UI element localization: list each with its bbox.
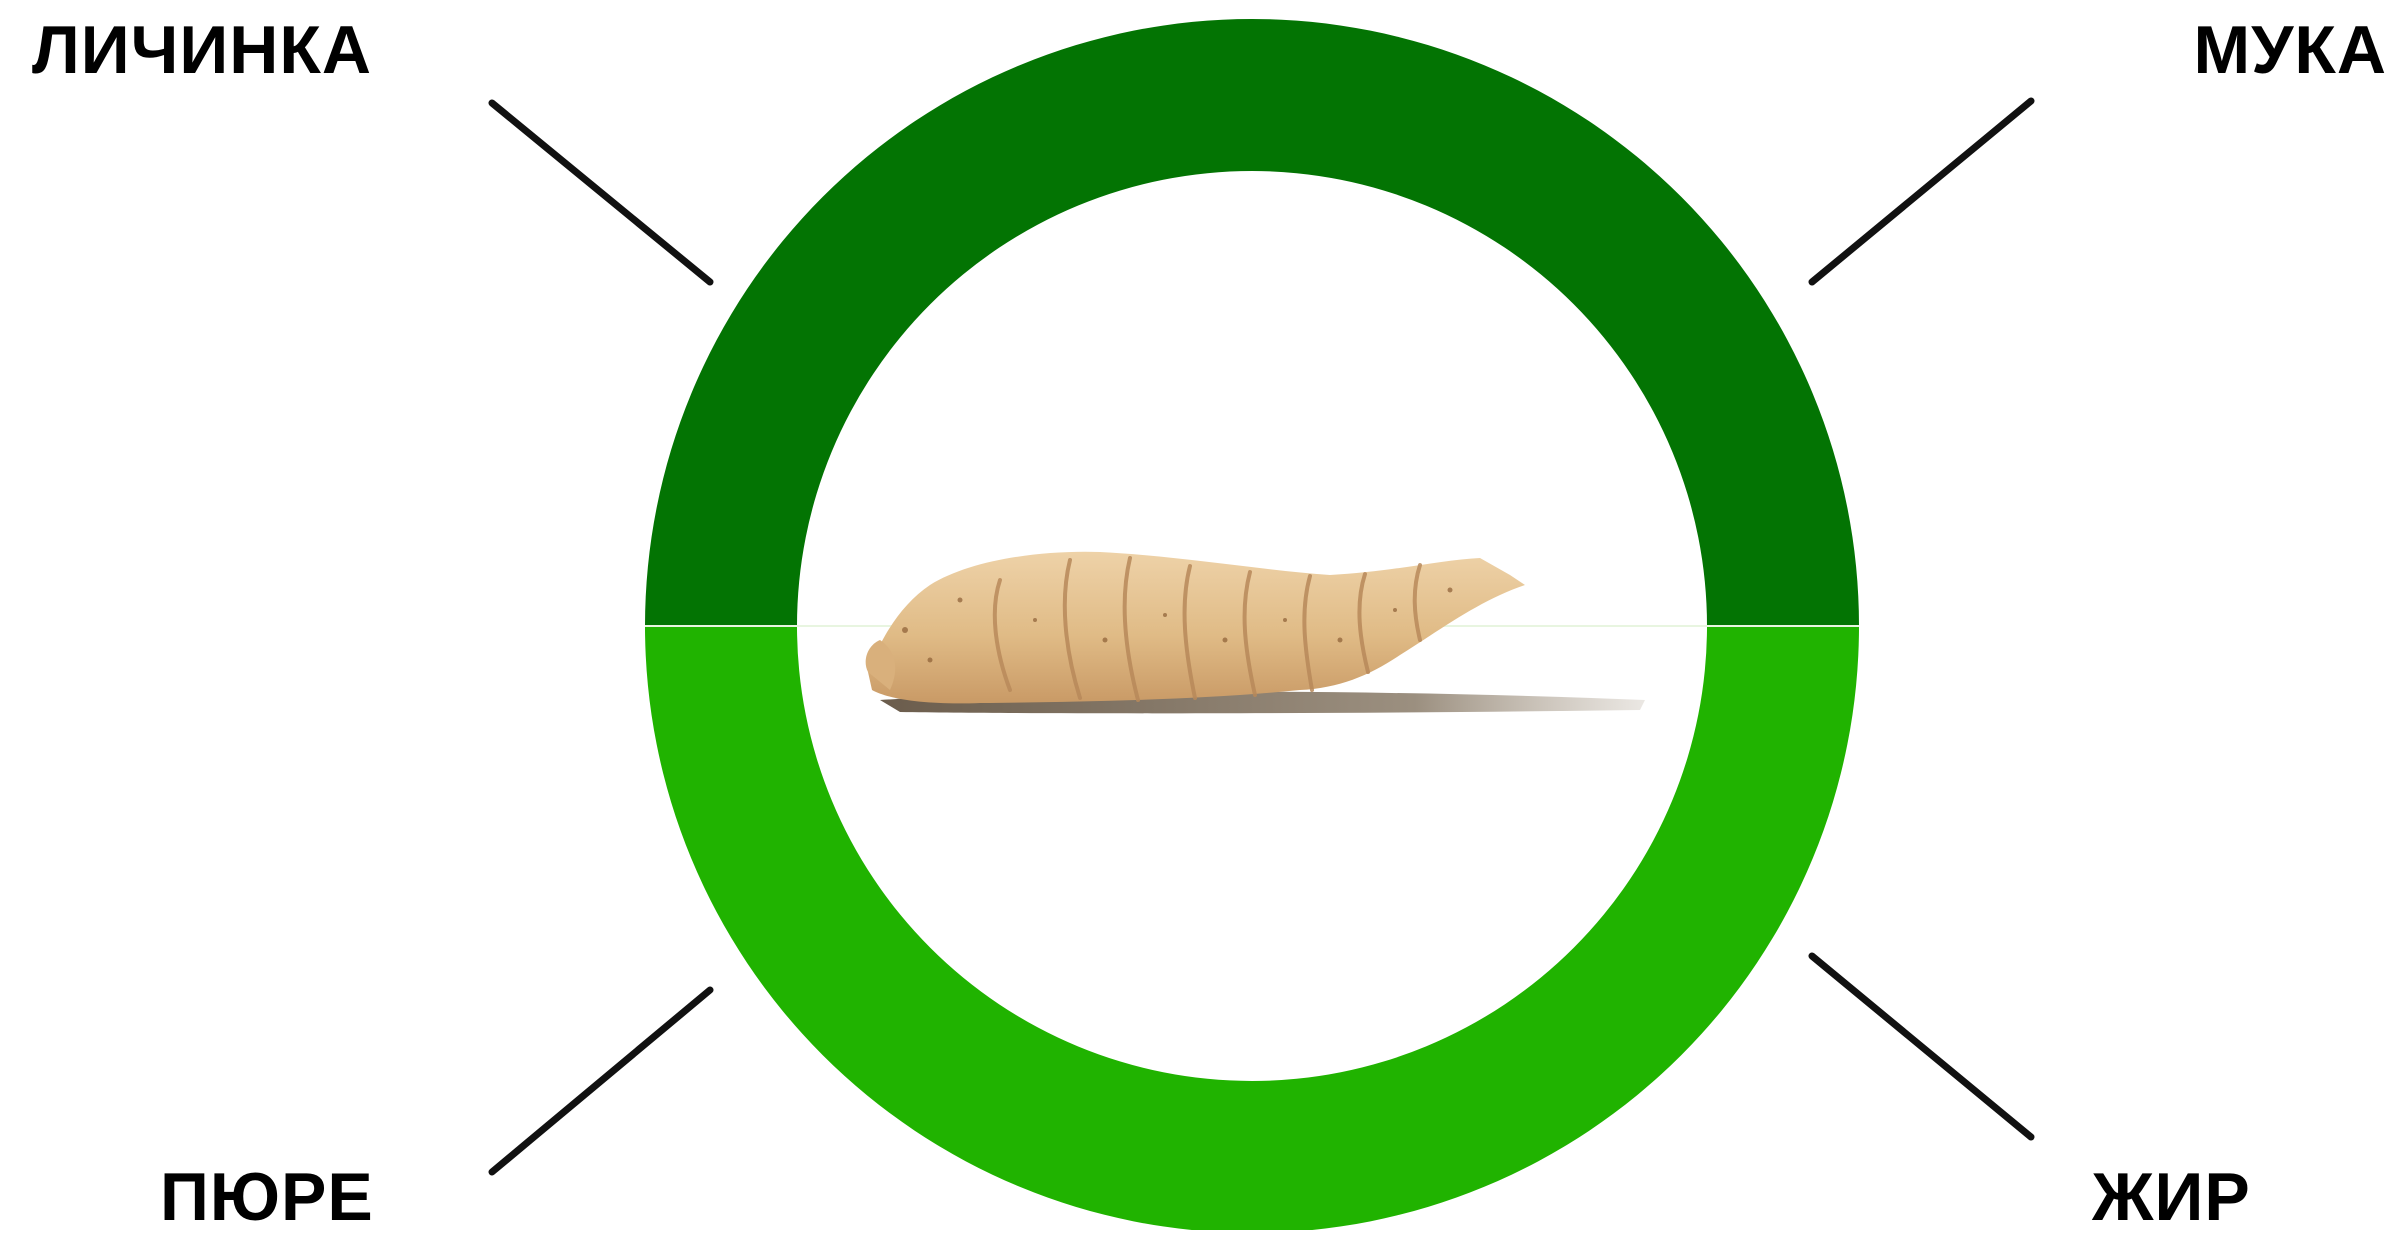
label-puree: ПЮРЕ (160, 1163, 374, 1231)
connector-line-top-right (1812, 101, 2031, 282)
label-fat: ЖИР (2092, 1163, 2251, 1231)
label-flour: МУКА (2193, 16, 2387, 84)
connector-line-bottom-left (492, 990, 710, 1172)
connector-line-bottom-right (1812, 956, 2031, 1137)
larva-body (868, 552, 1525, 704)
ring-bottom-half (645, 626, 1859, 1230)
larva-icon (866, 552, 1645, 714)
connector-line-top-left (492, 103, 710, 282)
label-larva: ЛИЧИНКА (32, 16, 372, 84)
ring-top-half (645, 19, 1859, 626)
